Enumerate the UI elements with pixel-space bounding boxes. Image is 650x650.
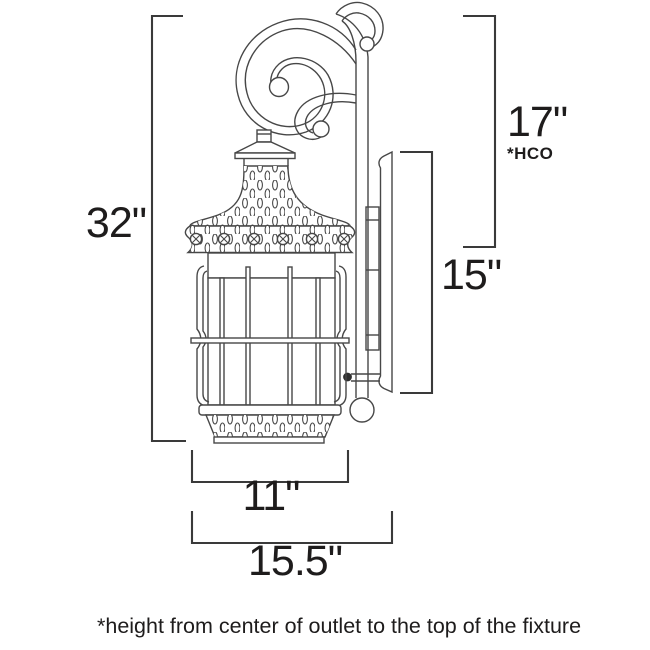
- footnote: *height from center of outlet to the top…: [97, 614, 581, 638]
- arm-connector: [343, 372, 380, 382]
- cage-bottom-rim: [198, 404, 342, 416]
- bottom-plate: [213, 436, 325, 444]
- dimension-backplate-height: 15": [400, 150, 502, 395]
- lantern-skirt: [204, 414, 336, 444]
- overall-width-label: 15.5": [248, 537, 342, 585]
- arm-ball-finial: [349, 397, 375, 423]
- finial-stem: [256, 129, 272, 143]
- lantern-bell: [189, 165, 351, 227]
- arm-inner-edge: [341, 20, 357, 398]
- arm-outer-edge: [335, 13, 369, 398]
- lantern-width-label: 11": [243, 472, 300, 520]
- lower-scroll: [294, 92, 357, 141]
- hco-height-label: 17": [507, 98, 567, 146]
- cap-base: [234, 152, 296, 160]
- dimension-lantern-width: 11": [190, 450, 350, 520]
- screw-band: [184, 225, 356, 254]
- dimension-overall-height: 32": [86, 14, 186, 443]
- cap-cone: [234, 141, 296, 154]
- pivot-dot: [343, 372, 352, 382]
- cage-header: [207, 252, 336, 279]
- band-screws: [189, 232, 351, 246]
- cage-mid-band: [190, 337, 350, 344]
- dimension-overall-width: 15.5": [190, 511, 394, 585]
- large-scroll: [235, 18, 357, 136]
- top-scroll: [335, 1, 384, 52]
- hco-sub-label: *HCO: [507, 144, 553, 163]
- lantern-cage: [190, 252, 350, 416]
- scroll-arm: [235, 1, 384, 423]
- overall-height-label: 32": [86, 199, 146, 247]
- wall-backplate: [378, 150, 393, 394]
- dimension-hco-height: 17" *HCO: [463, 14, 568, 249]
- backplate-height-label: 15": [441, 251, 501, 299]
- lantern-cap: [234, 129, 296, 166]
